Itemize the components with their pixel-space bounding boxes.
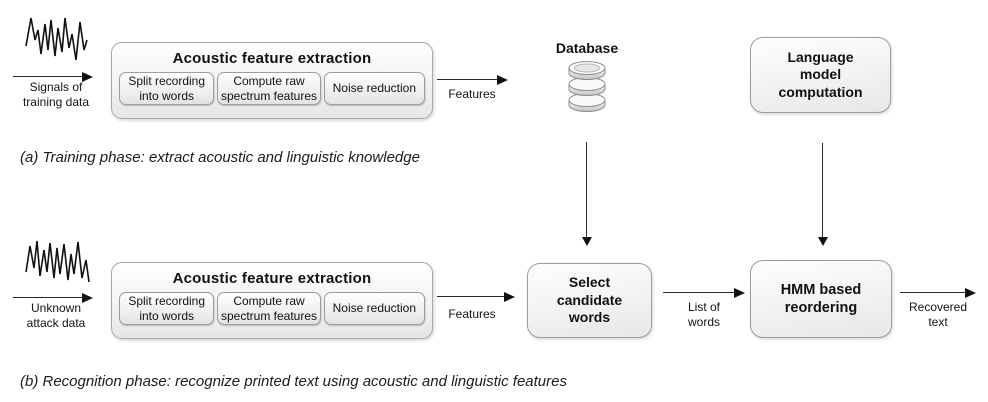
features-label-b: Features — [448, 307, 496, 321]
database-icon — [568, 61, 606, 112]
list-of-words-arrow — [663, 287, 745, 298]
step-noise-reduction-a: Noise reduction — [323, 72, 425, 105]
features-label-a: Features — [448, 87, 496, 101]
input-arrow-a — [13, 71, 93, 82]
extraction-steps-a: Split recording into words Compute raw s… — [112, 72, 432, 105]
language-model-to-hmm-arrow — [817, 143, 828, 246]
caption-b: (b) Recognition phase: recognize printed… — [20, 373, 567, 390]
acoustic-extraction-box-a: Acoustic feature extraction Split record… — [111, 42, 433, 119]
database-to-select-arrow — [581, 142, 592, 246]
select-candidate-words-box: Select candidate words — [527, 263, 652, 338]
waveform-icon — [25, 240, 90, 283]
recovered-text-arrow — [900, 287, 976, 298]
list-of-words-label: List of words — [687, 300, 720, 329]
database-label: Database — [555, 40, 619, 56]
extraction-title-a: Acoustic feature extraction — [172, 50, 372, 67]
step-split-recording-a: Split recording into words — [119, 72, 215, 105]
extraction-steps-b: Split recording into words Compute raw s… — [112, 292, 432, 325]
caption-a: (a) Training phase: extract acoustic and… — [20, 149, 420, 166]
hmm-reordering-box: HMM based reordering — [750, 260, 892, 338]
features-arrow-b — [437, 291, 515, 302]
recovered-text-label: Recovered text — [908, 300, 968, 329]
input-arrow-b — [13, 292, 93, 303]
acoustic-extraction-box-b: Acoustic feature extraction Split record… — [111, 262, 433, 339]
language-model-box: Language model computation — [750, 37, 891, 113]
step-split-recording-b: Split recording into words — [119, 292, 215, 325]
extraction-title-b: Acoustic feature extraction — [172, 270, 372, 287]
step-noise-reduction-b: Noise reduction — [323, 292, 425, 325]
step-compute-spectrum-b: Compute raw spectrum features — [217, 292, 321, 325]
input-label-a: Signals of training data — [22, 80, 90, 109]
input-label-b: Unknown attack data — [26, 301, 86, 330]
features-arrow-a — [437, 74, 508, 85]
waveform-icon — [25, 17, 88, 61]
step-compute-spectrum-a: Compute raw spectrum features — [217, 72, 321, 105]
